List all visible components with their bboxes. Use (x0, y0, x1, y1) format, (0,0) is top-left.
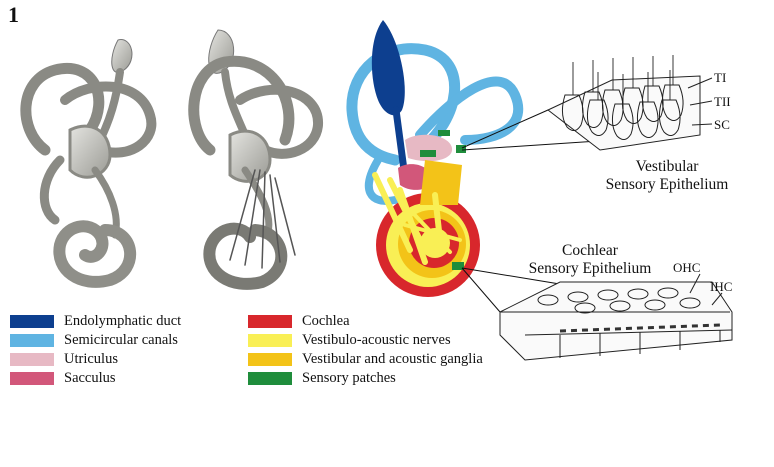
legend-swatch (10, 314, 54, 328)
legend-item: Vestibular and acoustic ganglia (248, 350, 483, 368)
legend-label: Semicircular canals (64, 332, 178, 348)
legend-swatch (248, 371, 292, 385)
labyrinth-drawing-left (20, 39, 157, 288)
label-sc: SC (714, 117, 730, 132)
label-ti: TI (714, 70, 726, 85)
legend-item: Sacculus (10, 369, 181, 387)
legend-swatch (248, 333, 292, 347)
legend-label: Vestibular and acoustic ganglia (302, 351, 483, 367)
legend-label: Endolymphatic duct (64, 313, 182, 329)
label-ohc: OHC (673, 260, 700, 275)
legend-item: Vestibulo-acoustic nerves (248, 331, 483, 349)
legend-label: Cochlea (302, 313, 350, 329)
legend-swatch (10, 352, 54, 366)
label-ihc: IHC (710, 279, 732, 294)
figure-number: 1 (8, 2, 19, 27)
legend-swatch (248, 314, 292, 328)
legend-left: Endolymphatic duct Semicircular canals U… (10, 312, 181, 388)
label-tii: TII (714, 94, 731, 109)
cochlear-title-line1: Cochlear (562, 242, 618, 259)
legend-label: Sacculus (64, 370, 116, 386)
vestibular-title-line2: Sensory Epithelium (605, 176, 729, 193)
labyrinth-drawing-right (188, 29, 323, 290)
legend-item: Endolymphatic duct (10, 312, 181, 330)
legend-swatch (248, 352, 292, 366)
colored-labyrinth-schematic (346, 20, 524, 297)
legend-right: Cochlea Vestibulo-acoustic nerves Vestib… (248, 312, 483, 388)
legend-swatch (10, 333, 54, 347)
vestibular-epithelium-drawing (547, 55, 713, 151)
cochlear-epithelium-title: Cochlear Sensory Epithelium (520, 242, 660, 278)
cochlear-epithelium-drawing (499, 273, 733, 361)
cochlear-title-line2: Sensory Epithelium (528, 260, 652, 277)
legend-label: Vestibulo-acoustic nerves (302, 332, 451, 348)
legend-item: Semicircular canals (10, 331, 181, 349)
legend-item: Cochlea (248, 312, 483, 330)
legend-label: Utriculus (64, 351, 118, 367)
legend-swatch (10, 371, 54, 385)
legend-label: Sensory patches (302, 370, 396, 386)
legend-item: Sensory patches (248, 369, 483, 387)
vestibular-epithelium-title: Vestibular Sensory Epithelium (587, 158, 747, 194)
vestibular-title-line1: Vestibular (635, 158, 699, 175)
legend-item: Utriculus (10, 350, 181, 368)
